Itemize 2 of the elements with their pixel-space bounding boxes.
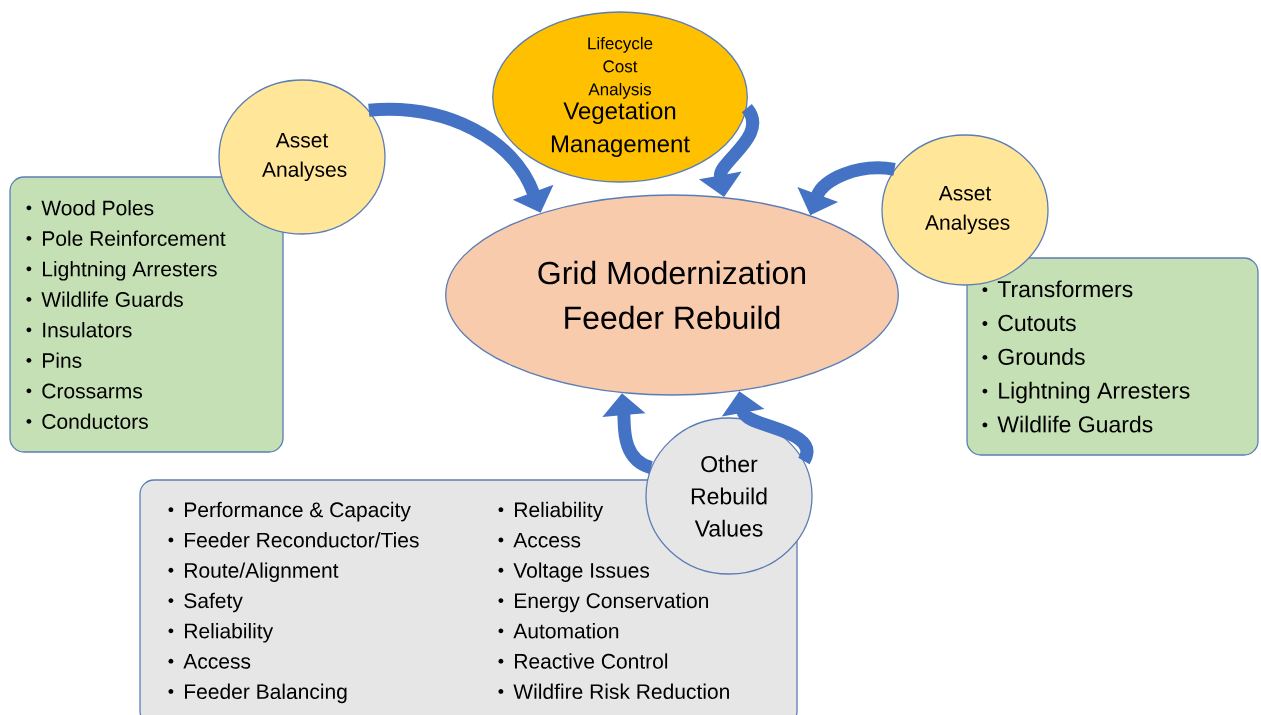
list-box: Wood Poles Pole Reinforcement Lightning Arresters Wildlife Guards Insulators Pins Crossarms Conductors (9, 176, 284, 453)
list-box: Transformers Cutouts Grounds Lightning Arresters Wildlife Guards (966, 257, 1259, 456)
